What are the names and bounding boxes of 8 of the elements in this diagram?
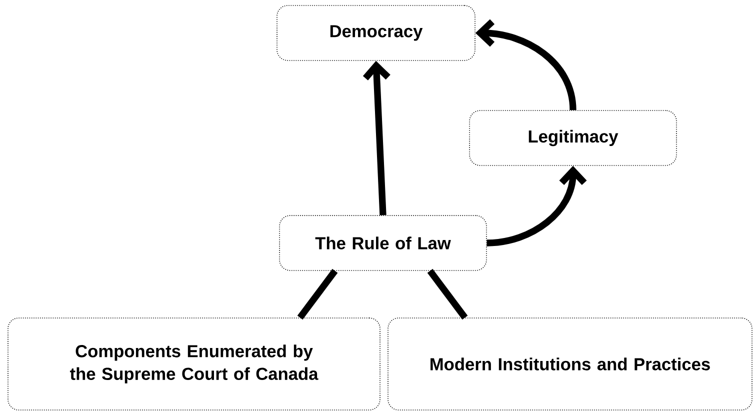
arrow [486,166,587,246]
concept-box: Components Enumerated by the Supreme Court of Canada [8,318,380,410]
concept-box: The Rule of Law [279,215,487,271]
arrow [362,60,390,216]
concept-box: Legitimacy [469,110,677,166]
concept-box: Modern Institutions and Practices [388,318,752,410]
arrow [475,19,576,110]
concept-box: Democracy [276,5,476,61]
